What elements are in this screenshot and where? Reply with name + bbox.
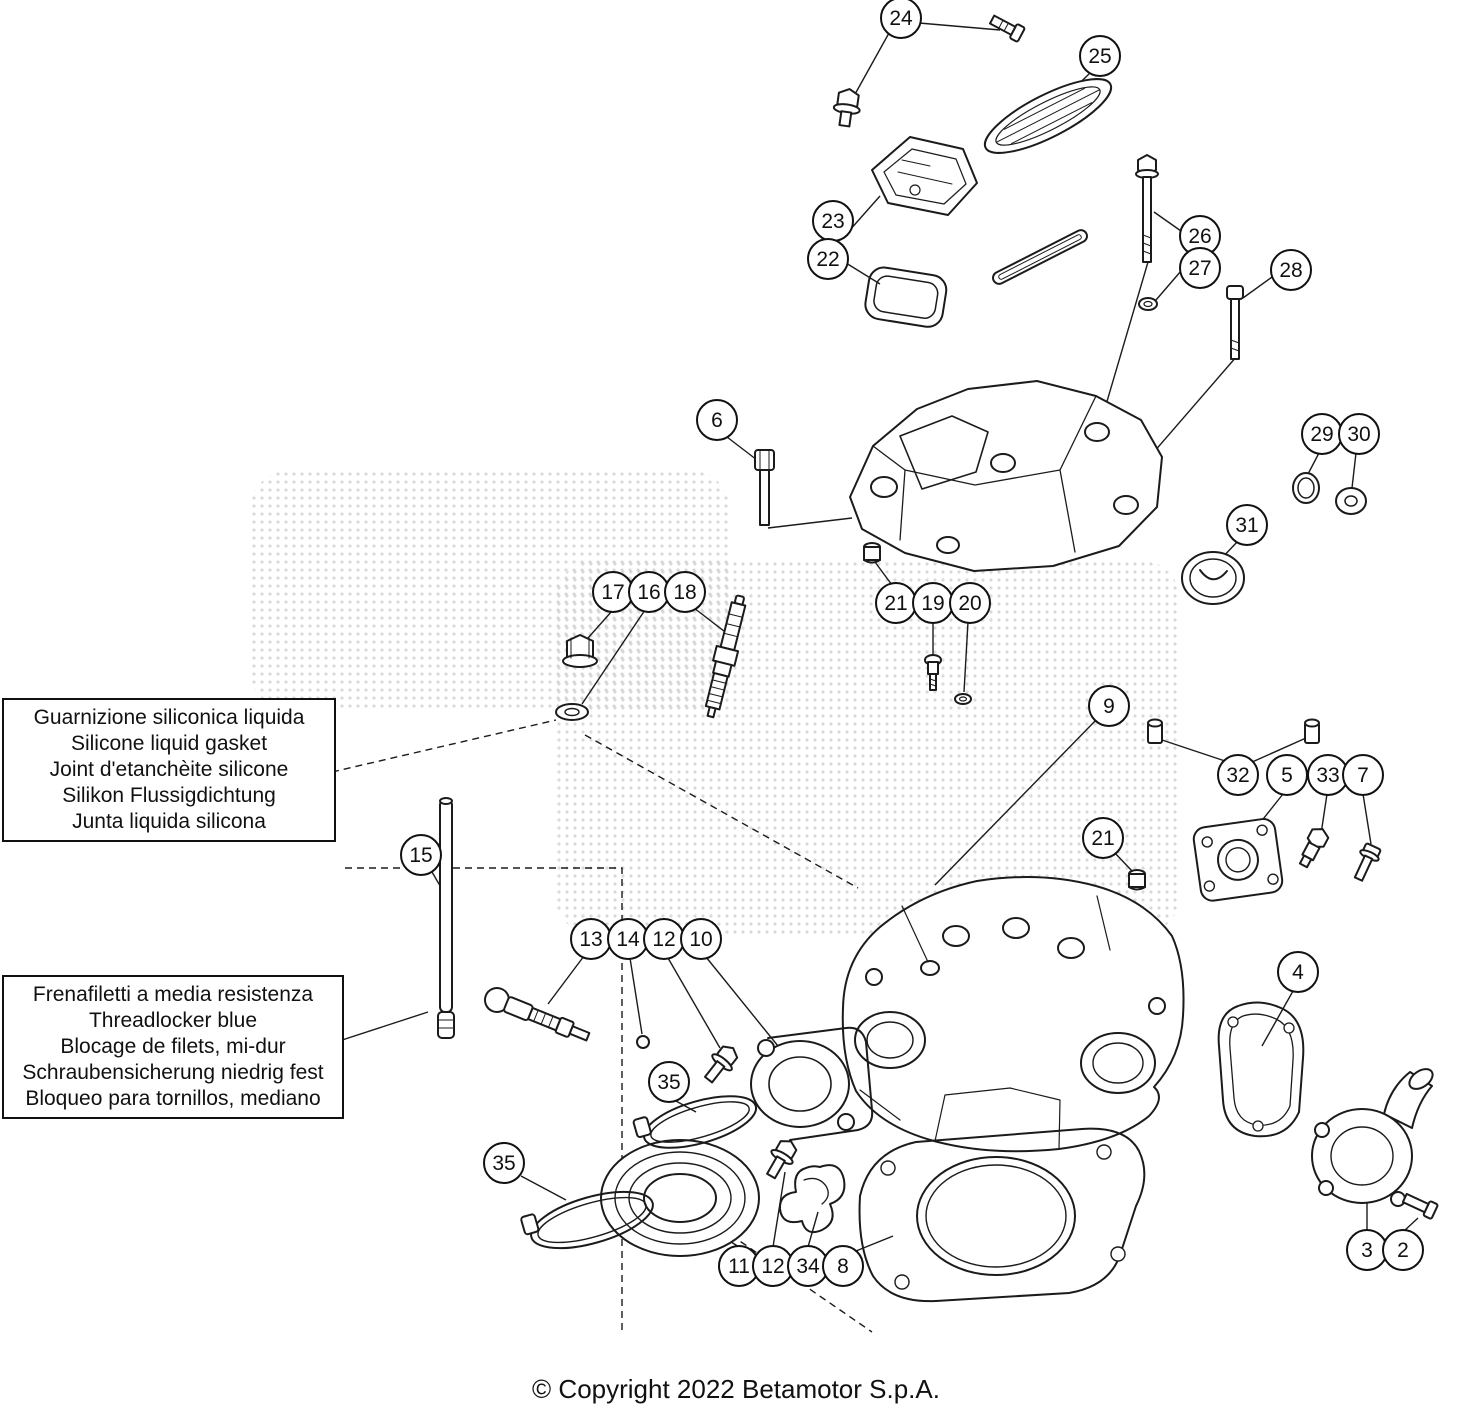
washer bbox=[1138, 297, 1158, 311]
note-line: Blocage de filets, mi-dur bbox=[60, 1035, 286, 1058]
manifold-bolt-upper bbox=[703, 1045, 739, 1084]
inspection-cover-gasket bbox=[864, 266, 948, 328]
intake-manifold bbox=[750, 1026, 874, 1141]
dowel-pin-right bbox=[1304, 718, 1320, 744]
sealing-washer bbox=[555, 703, 589, 721]
note-line: Frenafiletti a media resistenza bbox=[32, 983, 314, 1006]
washer-small bbox=[954, 693, 972, 705]
water-pump-cover bbox=[1311, 1068, 1434, 1207]
water-pump-gasket bbox=[1217, 1001, 1305, 1138]
plug-screw bbox=[863, 542, 881, 564]
gasket-strip bbox=[992, 229, 1088, 285]
head-bolt bbox=[1226, 285, 1244, 360]
ball bbox=[636, 1035, 650, 1049]
cable-guide bbox=[778, 1164, 846, 1234]
cylinder-head-gasket bbox=[858, 1127, 1146, 1303]
threadlocker-note: Frenafiletti a media resistenza Threadlo… bbox=[2, 975, 344, 1119]
oil-filler-cap bbox=[1181, 551, 1245, 605]
note-line: Schraubensicherung niedrig fest bbox=[22, 1061, 324, 1084]
halftone-watermark bbox=[555, 560, 1180, 935]
note-line: Silikon Flussigdichtung bbox=[62, 784, 276, 807]
coolant-flange bbox=[1192, 818, 1284, 902]
spark-plug bbox=[704, 594, 747, 719]
note-line: Joint d'etanchèite silicone bbox=[49, 758, 289, 781]
note-line: Bloqueo para tornillos, mediano bbox=[25, 1087, 321, 1110]
silicone-gasket-note: Guarnizione siliconica liquida Silicone … bbox=[2, 698, 336, 842]
note-line: Silicone liquid gasket bbox=[70, 732, 268, 755]
socket-bolt bbox=[754, 449, 775, 526]
cylinder-head bbox=[841, 876, 1185, 1153]
decompressor-shaft bbox=[484, 987, 591, 1042]
construction-lines bbox=[331, 719, 873, 1335]
manifold-bolt-lower bbox=[766, 1140, 798, 1180]
note-line: Threadlocker blue bbox=[88, 1009, 258, 1032]
flange-bolt bbox=[832, 88, 861, 128]
valve-cover bbox=[849, 380, 1163, 572]
clamp-lower bbox=[520, 1190, 654, 1250]
intake-boot bbox=[600, 1139, 760, 1257]
inspection-cover bbox=[871, 136, 978, 216]
pump-bolt bbox=[1401, 1192, 1439, 1220]
flange-nut bbox=[562, 634, 598, 668]
grommet bbox=[1335, 487, 1367, 515]
copyright-text: © Copyright 2022 Betamotor S.p.A. bbox=[532, 1374, 940, 1404]
clamp-upper bbox=[632, 1095, 758, 1149]
head-bolt-long bbox=[1135, 154, 1159, 263]
pan-screw bbox=[924, 654, 942, 691]
o-ring bbox=[1292, 472, 1320, 504]
dowel-pin-left bbox=[1147, 718, 1163, 744]
stud bbox=[437, 797, 455, 1039]
note-line: Guarnizione siliconica liquida bbox=[33, 706, 305, 729]
hex-bolt bbox=[1353, 842, 1382, 882]
note-line: Junta liquida silicona bbox=[72, 810, 266, 833]
plug-screw-2 bbox=[1128, 869, 1146, 891]
temp-sensor bbox=[1298, 828, 1330, 869]
cover-screw bbox=[988, 14, 1026, 43]
breather-plate bbox=[983, 78, 1113, 154]
